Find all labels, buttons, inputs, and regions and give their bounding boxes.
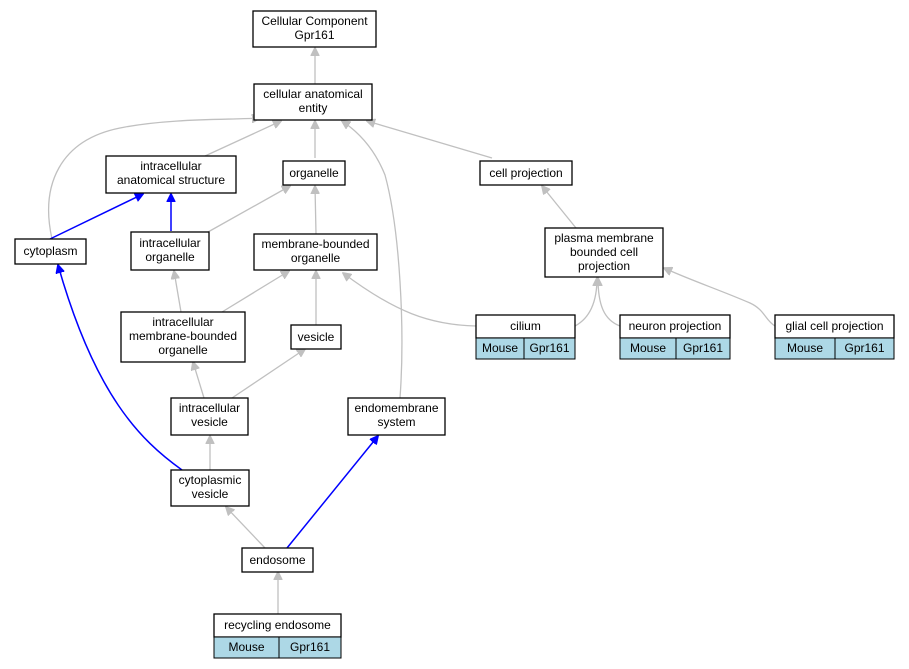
- node-membrane-bounded-organelle[interactable]: membrane-bounded organelle: [253, 233, 378, 271]
- edge-neuronproj-pmbcp: [598, 278, 621, 327]
- annotation-organism: Mouse: [787, 341, 823, 355]
- node-label: entity: [299, 101, 328, 115]
- node-plasma-membrane-bounded-cell-projection[interactable]: plasma membrane bounded cell projection: [544, 227, 664, 278]
- node-label: membrane-bounded: [129, 329, 237, 343]
- node-label: organelle: [289, 166, 339, 180]
- edge-endosome-endomem: [286, 436, 378, 549]
- node-label: cell projection: [489, 166, 562, 180]
- annotation-organism: Mouse: [482, 341, 518, 355]
- annotation-row: Mouse Gpr161: [475, 337, 576, 360]
- annotation-gene: Gpr161: [529, 341, 569, 355]
- node-endosome[interactable]: endosome: [241, 547, 314, 573]
- annotation-gene: Gpr161: [844, 341, 884, 355]
- edge-cytoplasm-ias: [49, 194, 143, 240]
- node-label: endosome: [249, 553, 305, 567]
- edge-endosome-cvesicle: [226, 507, 266, 549]
- node-label: system: [377, 415, 415, 429]
- annotation-row: Mouse Gpr161: [774, 337, 895, 360]
- edge-cilium-mbo: [343, 273, 477, 327]
- annotation-row: Mouse Gpr161: [619, 337, 731, 360]
- edge-ivesicle-imbo: [193, 362, 205, 399]
- annotation-gene: Gpr161: [683, 341, 723, 355]
- edge-cellproj-cae: [367, 121, 493, 159]
- node-cytoplasmic-vesicle[interactable]: cytoplasmic vesicle: [170, 469, 250, 507]
- node-label: Gpr161: [294, 28, 334, 42]
- edge-cilium-pmbcp: [574, 278, 597, 327]
- node-endomembrane-system[interactable]: endomembrane system: [347, 397, 446, 436]
- node-label: intracellular: [179, 401, 240, 415]
- edges: [48, 48, 776, 614]
- node-label: intracellular: [152, 315, 213, 329]
- edge-io-organelle: [207, 186, 290, 233]
- edge-ivesicle-vesicle: [231, 349, 305, 399]
- node-organelle[interactable]: organelle: [282, 160, 346, 186]
- node-label: cellular anatomical: [263, 87, 362, 101]
- edge-cytoplasm-cae: [48, 118, 260, 240]
- edge-glialproj-pmbcp: [664, 268, 776, 327]
- node-cell-projection[interactable]: cell projection: [479, 160, 573, 186]
- node-neuron-projection[interactable]: neuron projection Mouse Gpr161: [619, 314, 731, 360]
- node-label: vesicle: [191, 415, 228, 429]
- annotation-gene: Gpr161: [290, 640, 330, 654]
- edge-imbo-mbo: [221, 271, 289, 313]
- node-cilium[interactable]: cilium Mouse Gpr161: [475, 314, 576, 360]
- node-vesicle[interactable]: vesicle: [290, 324, 342, 350]
- node-label: intracellular: [140, 159, 201, 173]
- node-label: projection: [578, 259, 630, 273]
- node-label: organelle: [291, 251, 341, 265]
- node-label: cytoplasm: [23, 244, 77, 258]
- node-glial-cell-projection[interactable]: glial cell projection Mouse Gpr161: [774, 314, 895, 360]
- node-label: bounded cell: [570, 245, 638, 259]
- node-recycling-endosome[interactable]: recycling endosome Mouse Gpr161: [213, 613, 342, 659]
- node-cytoplasm[interactable]: cytoplasm: [14, 238, 87, 265]
- annotation-organism: Mouse: [630, 341, 666, 355]
- node-label: anatomical structure: [117, 173, 225, 187]
- edge-mbo-organelle: [315, 186, 316, 235]
- node-intracellular-organelle[interactable]: intracellular organelle: [130, 231, 210, 271]
- annotation-row: Mouse Gpr161: [213, 636, 342, 659]
- node-label: organelle: [145, 250, 195, 264]
- edge-pmbcp-cellproj: [542, 186, 577, 229]
- node-cellular-anatomical-entity[interactable]: cellular anatomical entity: [253, 83, 373, 121]
- node-label: Cellular Component: [261, 14, 368, 28]
- node-label: vesicle: [298, 330, 335, 344]
- node-label: cilium: [510, 319, 541, 333]
- edge-ias-cae: [204, 121, 281, 157]
- node-intracellular-anatomical-structure[interactable]: intracellular anatomical structure: [105, 155, 237, 194]
- edge-endomem-cae: [342, 121, 403, 399]
- node-intracellular-membrane-bounded-organelle[interactable]: intracellular membrane-bounded organelle: [120, 311, 246, 363]
- node-label: intracellular: [139, 236, 200, 250]
- node-cellular-component-root[interactable]: Cellular Component Gpr161: [252, 10, 377, 48]
- node-label: vesicle: [192, 487, 229, 501]
- node-label: glial cell projection: [785, 319, 883, 333]
- node-label: recycling endosome: [224, 618, 331, 632]
- node-label: plasma membrane: [554, 231, 654, 245]
- node-label: cytoplasmic: [179, 473, 242, 487]
- annotation-organism: Mouse: [228, 640, 264, 654]
- node-label: organelle: [158, 343, 208, 357]
- edge-imbo-io: [174, 271, 182, 313]
- node-intracellular-vesicle[interactable]: intracellular vesicle: [170, 397, 249, 436]
- node-label: endomembrane: [354, 401, 438, 415]
- edge-cvesicle-cytoplasm: [58, 265, 183, 471]
- node-label: membrane-bounded: [261, 237, 369, 251]
- node-label: neuron projection: [629, 319, 722, 333]
